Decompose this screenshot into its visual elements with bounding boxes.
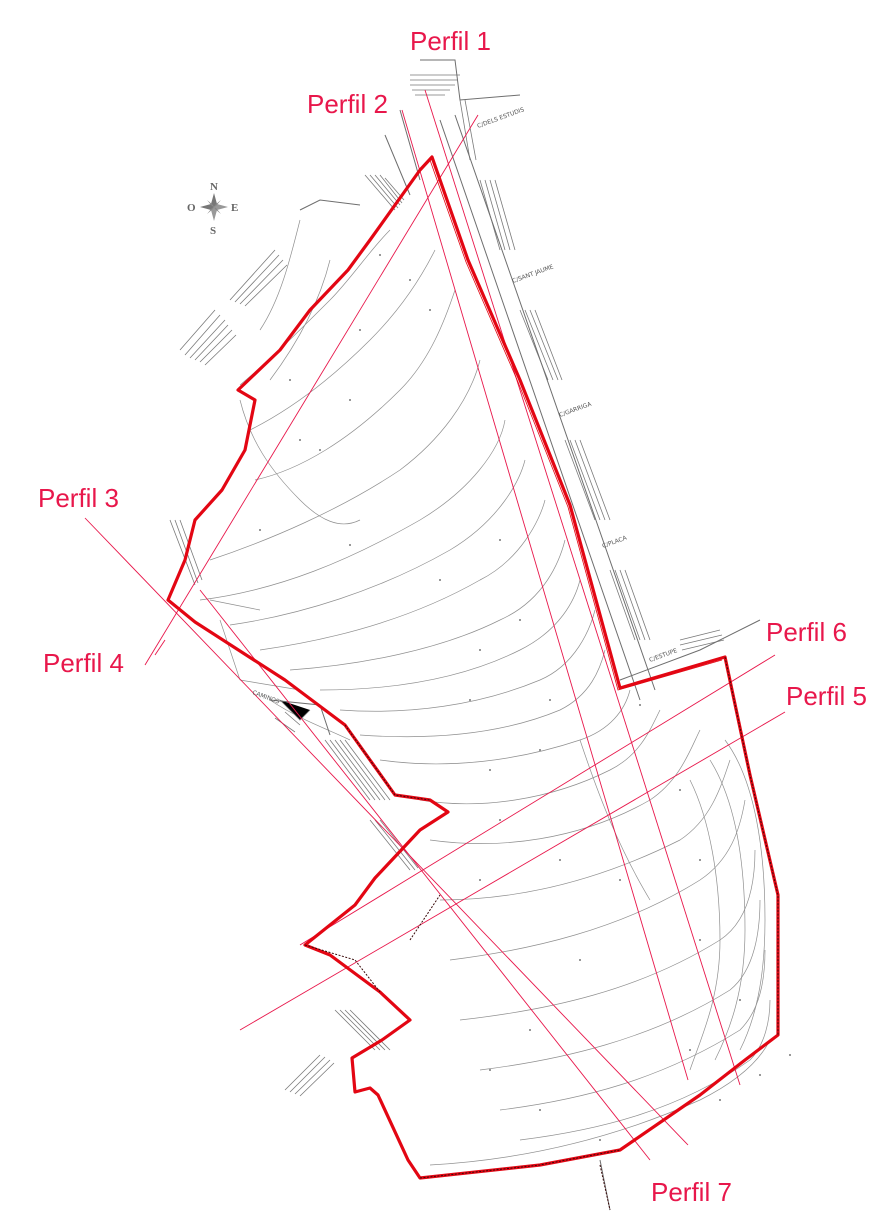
profile-labels: Perfil 1 Perfil 2 Perfil 3 Perfil 4 Perf… (38, 26, 867, 1207)
street-label-cami: CAMINOS (251, 689, 280, 705)
boundary-texture (304, 656, 779, 1211)
perfil-1-label: Perfil 1 (410, 26, 491, 56)
perfil-3-line (84, 517, 689, 1146)
compass-west: O (187, 202, 196, 214)
perfil-2-line (401, 109, 689, 1081)
perfil-2-label: Perfil 2 (307, 89, 388, 119)
street-label-garriga: C/GARRIGA (558, 400, 593, 418)
perfil-3-label: Perfil 3 (38, 483, 119, 513)
contour-lines (199, 219, 771, 1166)
site-boundary (166, 155, 780, 1180)
compass-rose: N S E O (187, 181, 238, 237)
street-labels: C/DELS ESTUDIS C/SANT JAUME C/GARRIGA C/… (251, 106, 678, 705)
perfil-6-line (299, 654, 776, 946)
compass-east: E (231, 202, 238, 214)
perfil-7-line (199, 589, 651, 1161)
compass-north: N (210, 181, 218, 193)
street-label-estudis: C/DELS ESTUDIS (476, 106, 525, 130)
street-label-estupe: C/ESTUPE (648, 647, 678, 664)
slope-hatching (169, 74, 725, 1097)
perfil-5-label: Perfil 5 (786, 681, 867, 711)
street-label-sant-jaume: C/SANT JAUME (511, 263, 554, 285)
spot-heights (259, 254, 791, 1141)
label-leaders (154, 639, 166, 656)
street-label-plaza: C/PLACA (601, 534, 628, 550)
perfil-4-line (144, 114, 479, 666)
perfil-5-line (239, 711, 786, 1031)
perfil-7-label: Perfil 7 (651, 1177, 732, 1207)
profile-section-lines (84, 89, 786, 1161)
inner-boundary (429, 159, 723, 691)
perfil-6-label: Perfil 6 (766, 617, 847, 647)
perfil-1-line (424, 89, 741, 1086)
perfil-4-label: Perfil 4 (43, 648, 124, 678)
street-outlines (269, 59, 761, 1211)
compass-south: S (210, 225, 216, 237)
